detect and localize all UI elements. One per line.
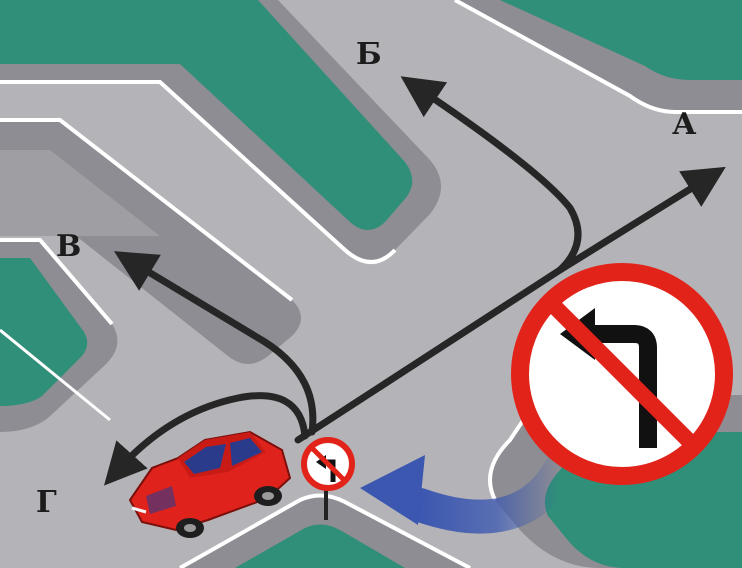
route-arrow-g	[103, 392, 309, 486]
route-arrow-b	[400, 76, 582, 274]
route-label-b: Б	[356, 37, 382, 72]
lane-line	[0, 328, 111, 422]
red-car-icon	[128, 430, 292, 538]
small-sign	[301, 437, 355, 520]
block-bottom-center	[179, 493, 471, 568]
no-left-turn-sign-icon	[511, 263, 733, 485]
block-top-left	[0, 0, 441, 264]
u-turn-hint-arrow	[360, 453, 577, 534]
route-label-g: Г	[36, 485, 57, 520]
block-top-right	[454, 0, 742, 114]
route-label-a: А	[672, 107, 697, 142]
route-arrow-v	[114, 251, 317, 436]
block-left-bottom	[0, 238, 118, 432]
route-arrows	[103, 76, 726, 486]
block-left-middle	[0, 118, 301, 364]
route-label-v: В	[56, 229, 82, 264]
